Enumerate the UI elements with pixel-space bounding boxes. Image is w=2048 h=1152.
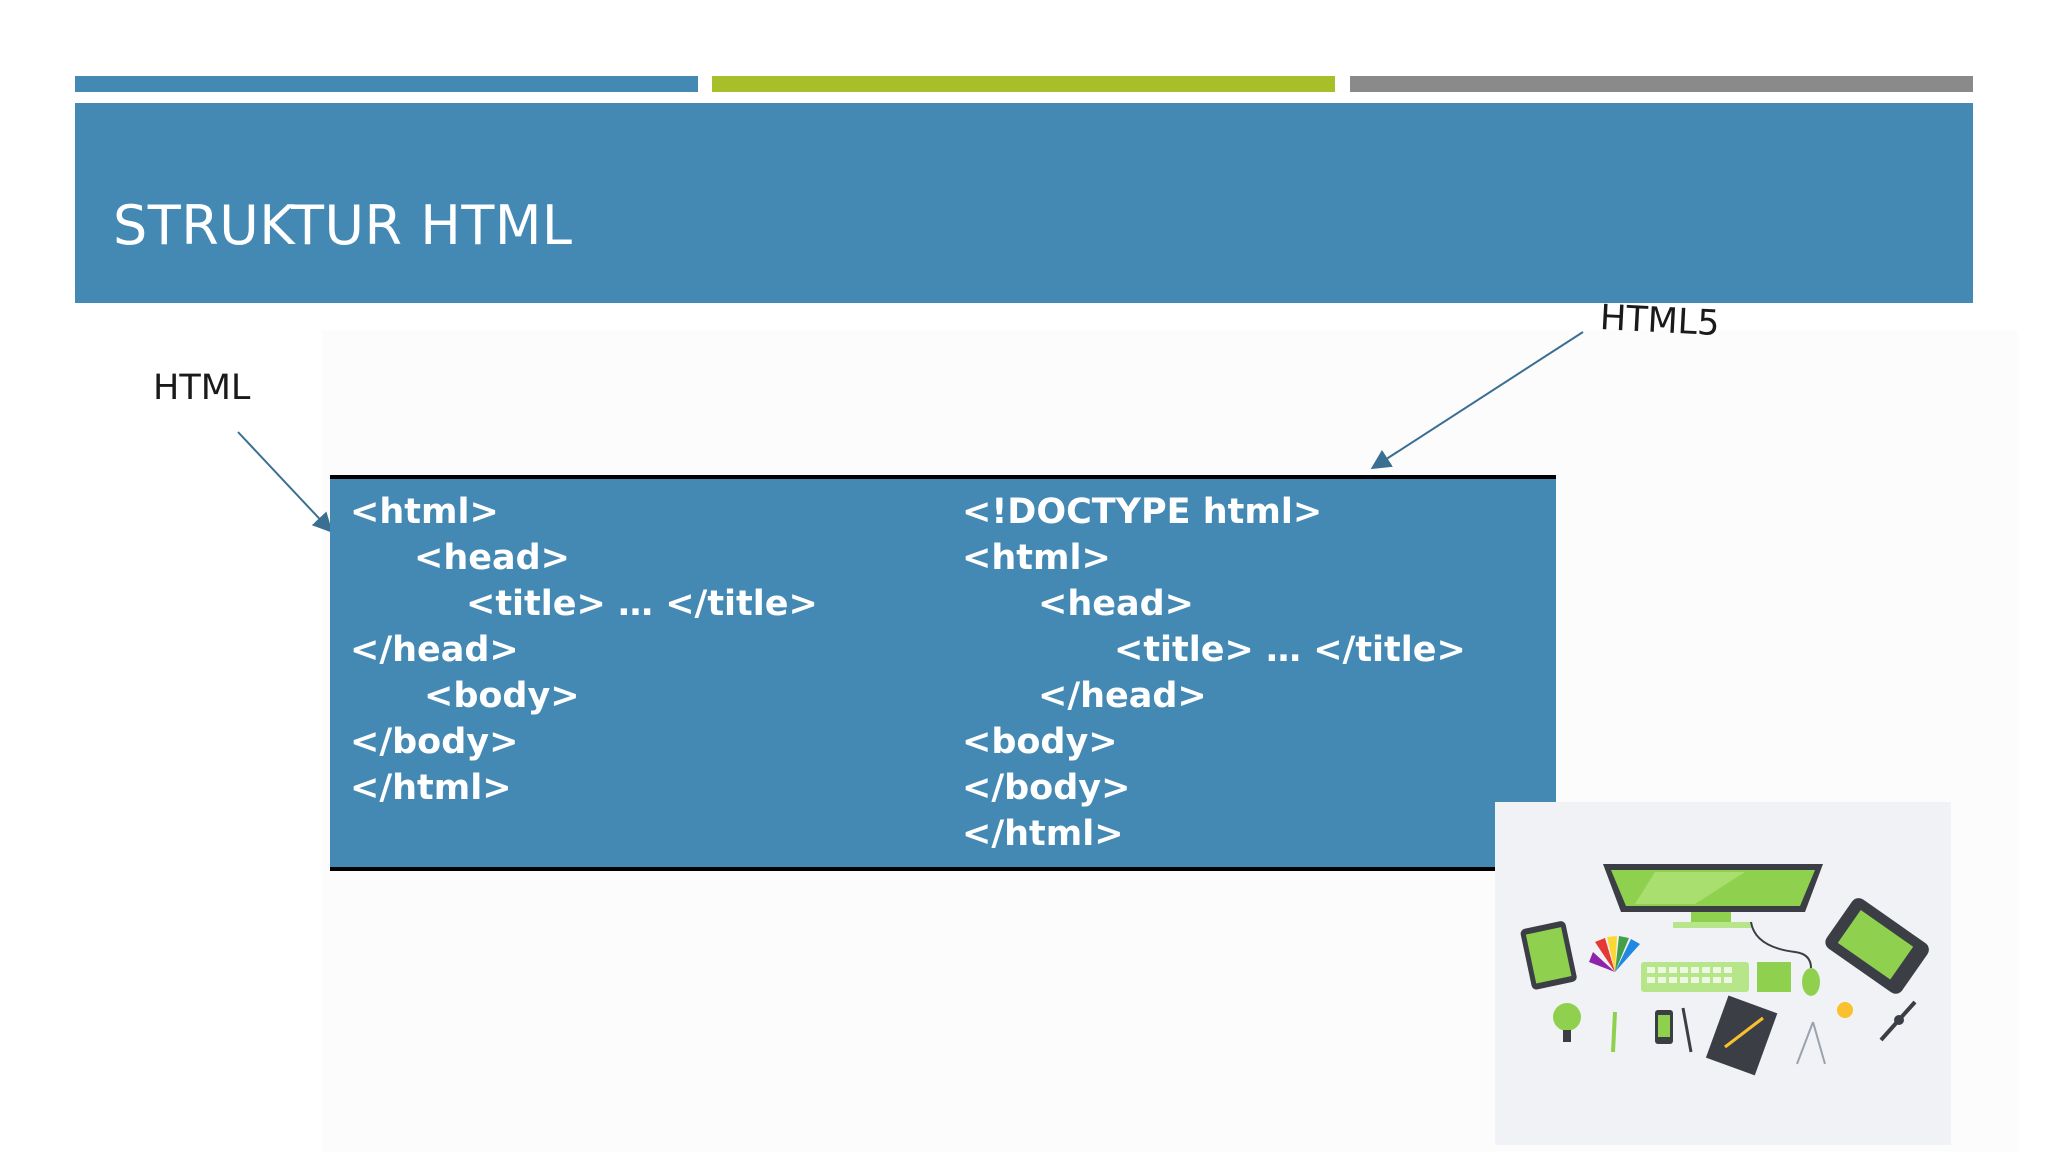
- code-line: <html>: [962, 538, 1111, 578]
- code-line: </html>: [962, 814, 1124, 854]
- arrow-html5: [1370, 331, 1584, 470]
- mouse-icon: [1802, 968, 1820, 996]
- code-line: <html>: [350, 492, 499, 532]
- page-title: STRUKTUR HTML: [113, 194, 573, 257]
- code-line: <body>: [962, 722, 1118, 762]
- accent-bar-blue: [75, 76, 698, 92]
- label-html: HTML: [153, 368, 251, 408]
- code-line: </head>: [1038, 676, 1207, 716]
- code-line: <!DOCTYPE html>: [962, 492, 1323, 532]
- code-line: </html>: [350, 768, 512, 808]
- code-line: </body>: [962, 768, 1131, 808]
- arrow-html: [237, 431, 333, 533]
- code-line: </head>: [350, 630, 519, 670]
- compass-icon: [1796, 1021, 1826, 1065]
- code-line: <head>: [414, 538, 570, 578]
- color-swatch-icon: [1589, 936, 1640, 972]
- title-band: [75, 103, 1973, 303]
- plant-icon: [1553, 1003, 1581, 1031]
- accent-bar-green: [712, 76, 1335, 92]
- workspace-desk-illustration-icon: [1495, 802, 1951, 1145]
- code-line: <title> … </title>: [1114, 630, 1466, 670]
- code-line: </body>: [350, 722, 519, 762]
- code-line: <body>: [424, 676, 580, 716]
- accent-bar-gray: [1350, 76, 1973, 92]
- code-line: <head>: [1038, 584, 1194, 624]
- code-comparison-table: <html> <head> <title> … </title> </head>…: [330, 475, 1556, 871]
- code-line: <title> … </title>: [466, 584, 818, 624]
